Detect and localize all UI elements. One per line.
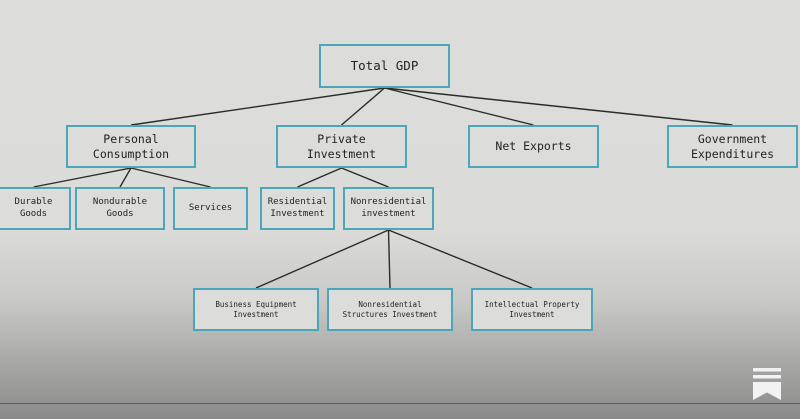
node-business-equipment-investment: Business Equipment Investment [193,288,319,331]
node-personal-consumption: Personal Consumption [66,125,196,168]
edge-total-gdp-to-personal-consumption [130,87,385,126]
bookmark-stack-icon [753,368,781,400]
edge-private-investment-to-residential-investment [297,167,342,188]
edge-nonresidential-investment-to-nonresidential-structures-investment [387,229,391,289]
edge-total-gdp-to-government-expenditures [384,87,733,126]
node-durable-goods: Durable Goods [0,187,71,230]
node-private-investment: Private Investment [276,125,407,168]
edge-personal-consumption-to-durable-goods [33,167,132,188]
node-services: Services [173,187,248,230]
edge-private-investment-to-nonresidential-investment [341,167,389,188]
node-nonresidential-investment: Nonresidential investment [343,187,434,230]
node-nondurable-goods: Nondurable Goods [75,187,165,230]
edge-total-gdp-to-net-exports [384,87,534,126]
edge-total-gdp-to-private-investment [341,87,385,126]
edge-personal-consumption-to-nondurable-goods [119,167,132,188]
node-total-gdp: Total GDP [319,44,450,88]
node-intellectual-property-investment: Intellectual Property Investment [471,288,593,331]
bottom-divider [0,403,800,404]
node-net-exports: Net Exports [468,125,599,168]
node-government-expenditures: Government Expenditures [667,125,798,168]
node-residential-investment: Residential Investment [260,187,335,230]
node-nonresidential-structures-investment: Nonresidential Structures Investment [327,288,453,331]
edge-nonresidential-investment-to-intellectual-property-investment [388,229,533,289]
edge-personal-consumption-to-services [130,167,211,188]
edge-nonresidential-investment-to-business-equipment-investment [255,229,389,289]
